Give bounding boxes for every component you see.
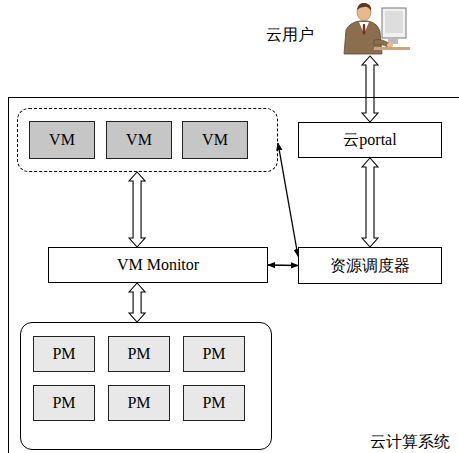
pm-box: PM: [108, 336, 170, 372]
pm-box: PM: [183, 336, 245, 372]
pm-box: PM: [183, 385, 245, 421]
node-label: 云portal: [343, 130, 396, 149]
node-label: PM: [202, 393, 225, 412]
pm-box: PM: [108, 385, 170, 421]
hollow-double-arrow: [362, 56, 378, 122]
node-label: VM: [202, 130, 228, 149]
node-label: VM Monitor: [117, 255, 199, 274]
hollow-double-arrow: [362, 158, 378, 247]
arrow-line: [278, 143, 298, 256]
pm-box: PM: [33, 336, 95, 372]
pm-box: PM: [33, 385, 95, 421]
portal-box: 云portal: [298, 122, 442, 158]
vm-box: VM: [106, 121, 172, 159]
node-label: 云计算系统: [370, 432, 450, 451]
system-frame: 云portalVMVMVMVM Monitor资源调度器PMPMPMPMPMPM…: [8, 97, 459, 453]
user-illustration: [338, 0, 412, 56]
user-actor: 云用户: [262, 2, 412, 56]
monitor-box: VM Monitor: [48, 247, 268, 283]
node-label: 云用户: [266, 25, 314, 44]
vm-box: VM: [182, 121, 248, 159]
node-label: PM: [127, 393, 150, 412]
vm-box: VM: [29, 121, 95, 159]
hollow-double-arrow: [129, 172, 145, 247]
node-label: VM: [126, 130, 152, 149]
arrow-line: [268, 264, 298, 266]
node-label: VM: [49, 130, 75, 149]
node-label: PM: [52, 344, 75, 363]
hollow-double-arrow: [129, 283, 145, 322]
node-label: PM: [127, 344, 150, 363]
scheduler-box: 资源调度器: [298, 247, 442, 284]
node-label: 资源调度器: [330, 256, 410, 275]
vm-group: VM VM VM: [17, 108, 278, 172]
node-label: PM: [202, 344, 225, 363]
node-label: PM: [52, 393, 75, 412]
pm-group: PM PM PM PM PM PM: [20, 322, 272, 450]
